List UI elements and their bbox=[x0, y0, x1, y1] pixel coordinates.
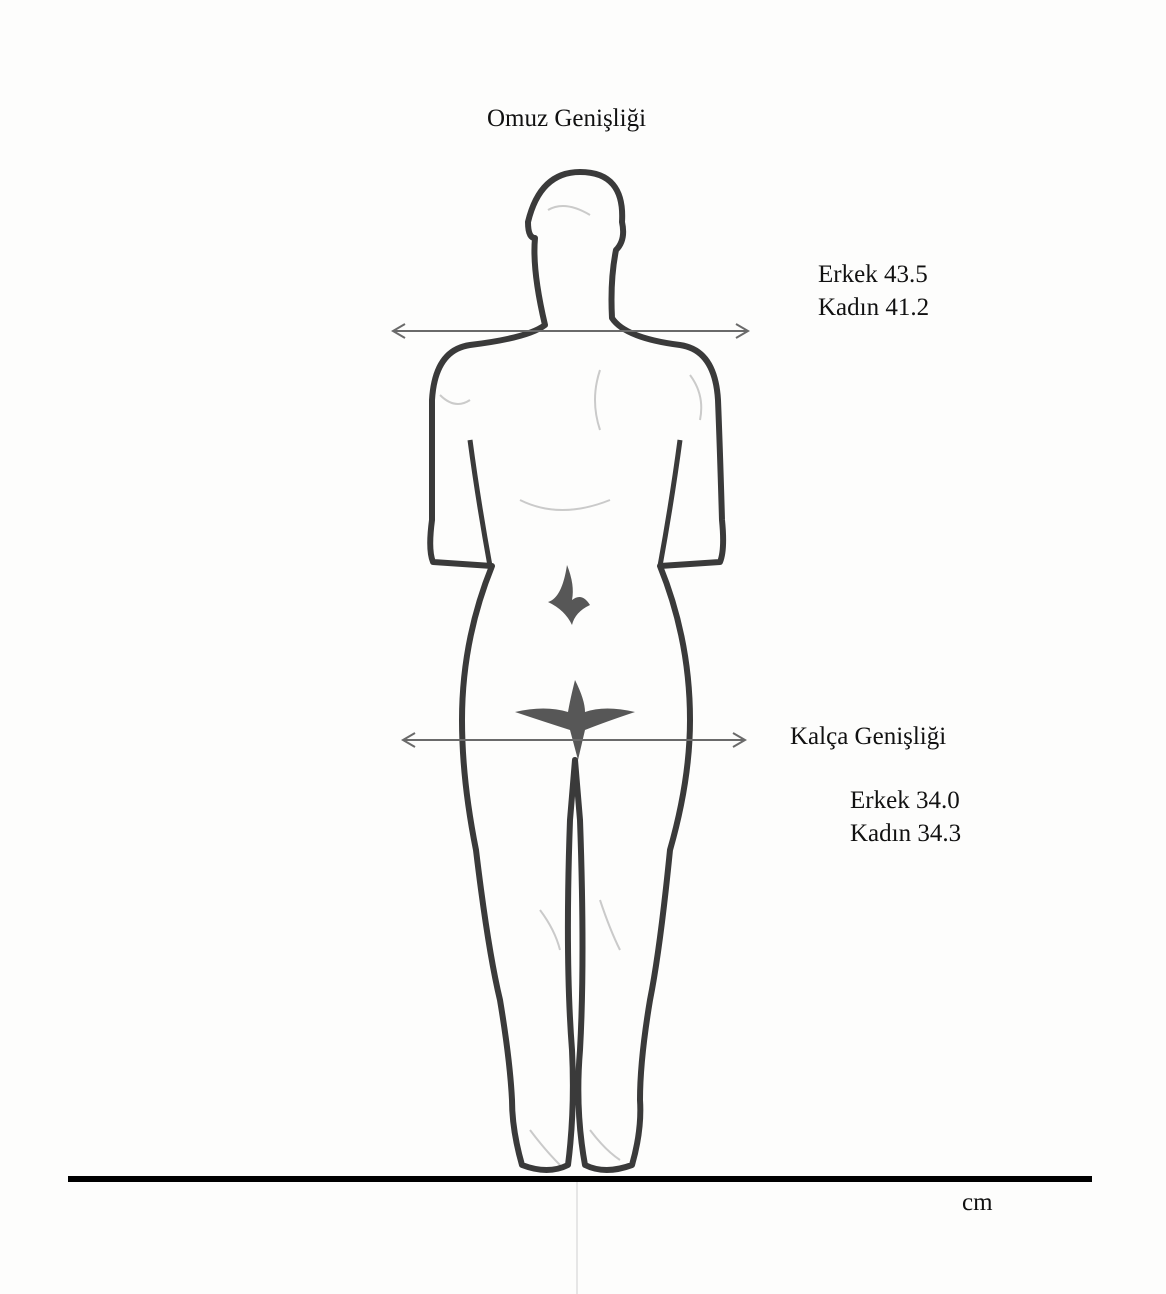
body-outline bbox=[430, 172, 723, 1170]
shoulder-male-value: Erkek 43.5 bbox=[818, 258, 929, 291]
ground-baseline bbox=[68, 1176, 1092, 1182]
crease-shading bbox=[515, 565, 635, 760]
hip-width-title: Kalça Genişliği bbox=[790, 722, 946, 752]
shoulder-width-title: Omuz Genişliği bbox=[487, 104, 646, 134]
unit-label: cm bbox=[962, 1188, 993, 1218]
right-arm-inner-line bbox=[660, 440, 680, 566]
hip-male-value: Erkek 34.0 bbox=[850, 784, 961, 817]
left-arm-inner-line bbox=[470, 440, 490, 566]
shoulder-width-values: Erkek 43.5 Kadın 41.2 bbox=[818, 258, 929, 324]
shoulder-female-value: Kadın 41.2 bbox=[818, 291, 929, 324]
hip-width-values: Erkek 34.0 Kadın 34.3 bbox=[850, 784, 961, 850]
shoulder-width-arrow bbox=[393, 324, 748, 338]
hip-female-value: Kadın 34.3 bbox=[850, 817, 961, 850]
